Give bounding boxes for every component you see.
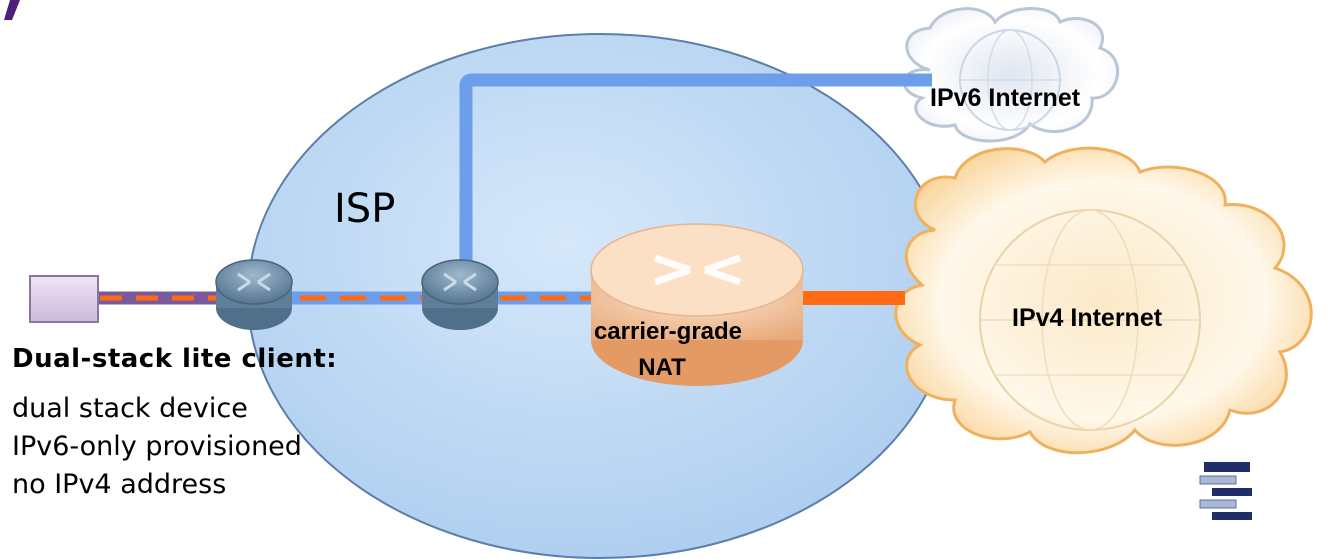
ipv6-internet-cloud — [903, 7, 1120, 143]
corner-mark — [4, 0, 20, 20]
cgn-router-icon — [590, 223, 804, 386]
ipv6-uplink — [459, 73, 932, 270]
router-icon — [421, 259, 499, 330]
client-description-line: no IPv4 address — [12, 469, 227, 500]
ipv4-internet-label: IPv4 Internet — [1012, 304, 1163, 332]
client-title: Dual-stack lite client: — [12, 344, 338, 374]
isp-label: ISP — [334, 186, 396, 232]
server-icon — [1199, 462, 1252, 520]
cgn-label-line1: carrier-grade — [593, 318, 743, 345]
ipv6-internet-label: IPv6 Internet — [930, 84, 1081, 112]
client-description-line: IPv6-only provisioned — [12, 431, 302, 462]
router-icon — [215, 259, 293, 330]
cgn-label-line2: NAT — [638, 354, 686, 381]
client-description-line: dual stack device — [12, 393, 248, 424]
client-device — [29, 275, 99, 323]
ipv4-internet-cloud — [894, 146, 1313, 455]
